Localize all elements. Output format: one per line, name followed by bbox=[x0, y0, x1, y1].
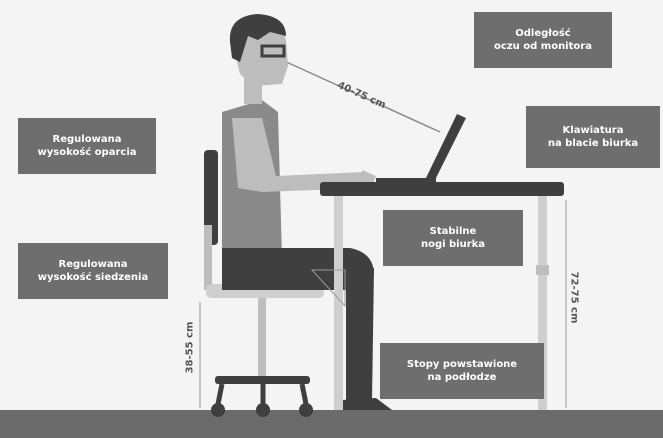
laptop-screen bbox=[425, 114, 466, 182]
chair-backrest bbox=[204, 150, 218, 245]
seat-text: Regulowana wysokość siedzenia bbox=[37, 259, 149, 283]
keyboard-label: Klawiatura na blacie biurka bbox=[526, 106, 660, 168]
desk-leg-right bbox=[538, 196, 547, 410]
chair-column bbox=[258, 298, 266, 378]
desk-leg-left bbox=[334, 196, 343, 410]
person-hair bbox=[229, 14, 286, 62]
backrest-text: Regulowana wysokość oparcia bbox=[37, 134, 137, 158]
laptop-base bbox=[376, 178, 436, 183]
backrest-label: Regulowana wysokość oparcia bbox=[18, 118, 156, 174]
chair-wheel-right bbox=[299, 403, 313, 417]
person-glasses bbox=[260, 44, 286, 58]
seat-height-dimension: 38-55 cm bbox=[184, 321, 196, 374]
person-arm bbox=[232, 118, 368, 192]
desk-top bbox=[320, 182, 564, 196]
floor bbox=[0, 410, 663, 438]
eye-distance-label: Odległość oczu od monitora bbox=[474, 12, 612, 68]
chair-wheel-left bbox=[211, 403, 225, 417]
desk-legs-label: Stabilne nogi biurka bbox=[383, 210, 523, 266]
person-shin bbox=[346, 268, 374, 402]
chair-backrest-support bbox=[204, 225, 212, 290]
eye-distance-text: Odległość oczu od monitora bbox=[494, 28, 592, 52]
chair-wheel-middle bbox=[256, 403, 270, 417]
seat-label: Regulowana wysokość siedzenia bbox=[18, 243, 168, 299]
keyboard-text: Klawiatura na blacie biurka bbox=[547, 125, 639, 149]
desk-legs-text: Stabilne nogi biurka bbox=[420, 226, 486, 250]
feet-text: Stopy powstawione na podłodze bbox=[406, 359, 518, 383]
eye-to-monitor-line bbox=[281, 59, 441, 133]
chair-base bbox=[215, 376, 310, 384]
knee-space-guide bbox=[310, 269, 346, 308]
feet-label: Stopy powstawione na podłodze bbox=[380, 343, 544, 399]
desk-height-dimension: 72-75 cm bbox=[568, 271, 580, 324]
person-shoe bbox=[342, 398, 392, 410]
